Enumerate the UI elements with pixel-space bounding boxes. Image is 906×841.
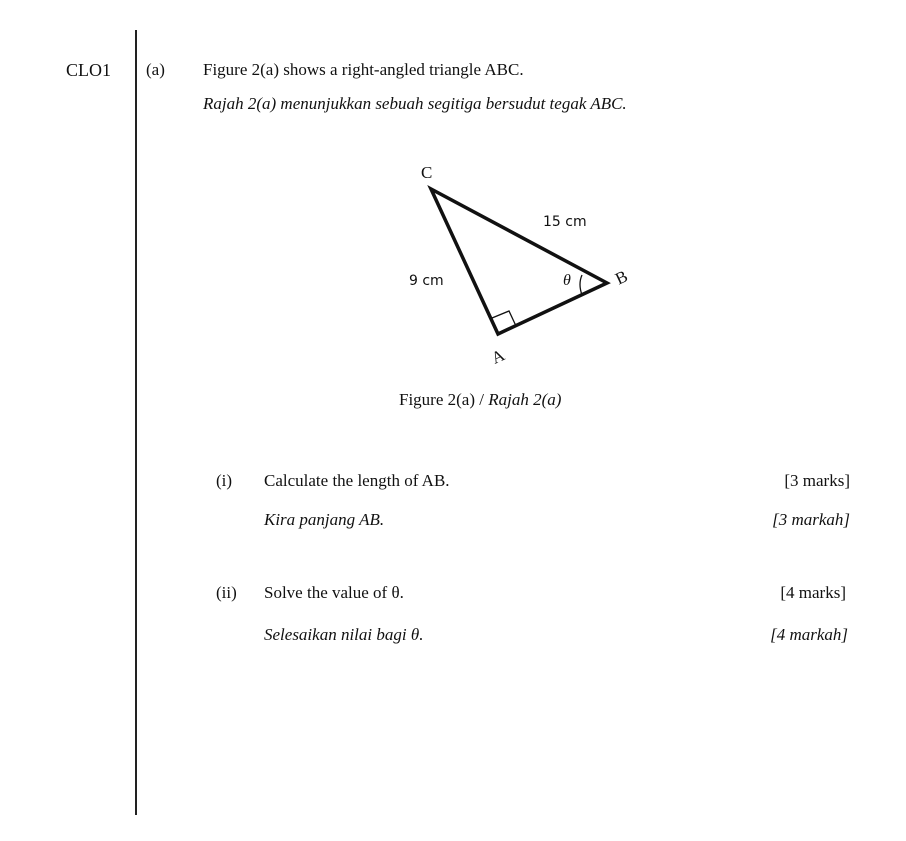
question-1-malay: Kira panjang AB. [264,510,385,529]
part-label: (a) [146,60,165,79]
question-1-marks: [3 marks] [784,471,850,490]
question-2-number: (ii) [216,583,237,602]
theta-label: θ [563,272,571,289]
question-1-number: (i) [216,471,233,490]
caption-malay: Rajah 2(a) [488,390,562,409]
question-2-malay: Selesaikan nilai bagi θ. [264,625,424,644]
intro-malay: Rajah 2(a) menunjukkan sebuah segitiga b… [203,94,627,113]
clo-label: CLO1 [66,60,111,80]
question-1-english: Calculate the length of AB. [264,471,450,490]
angle-arc [579,274,583,296]
margin-divider [135,30,137,815]
side-bc-label: 15 cm [543,214,587,230]
question-2-marks: [4 marks] [780,583,846,602]
triangle-abc [427,184,611,337]
question-2-markah: [4 markah] [770,625,848,644]
right-angle-marker [491,310,517,327]
side-ac-label: 9 cm [409,273,444,289]
figure-caption: Figure 2(a) / Rajah 2(a) [399,390,561,410]
vertex-c: C [421,163,433,182]
question-2-english: Solve the value of θ. [264,583,404,602]
question-1-markah: [3 markah] [772,510,850,529]
intro-english: Figure 2(a) shows a right-angled triangl… [203,60,524,79]
caption-english: Figure 2(a) / [399,390,489,409]
